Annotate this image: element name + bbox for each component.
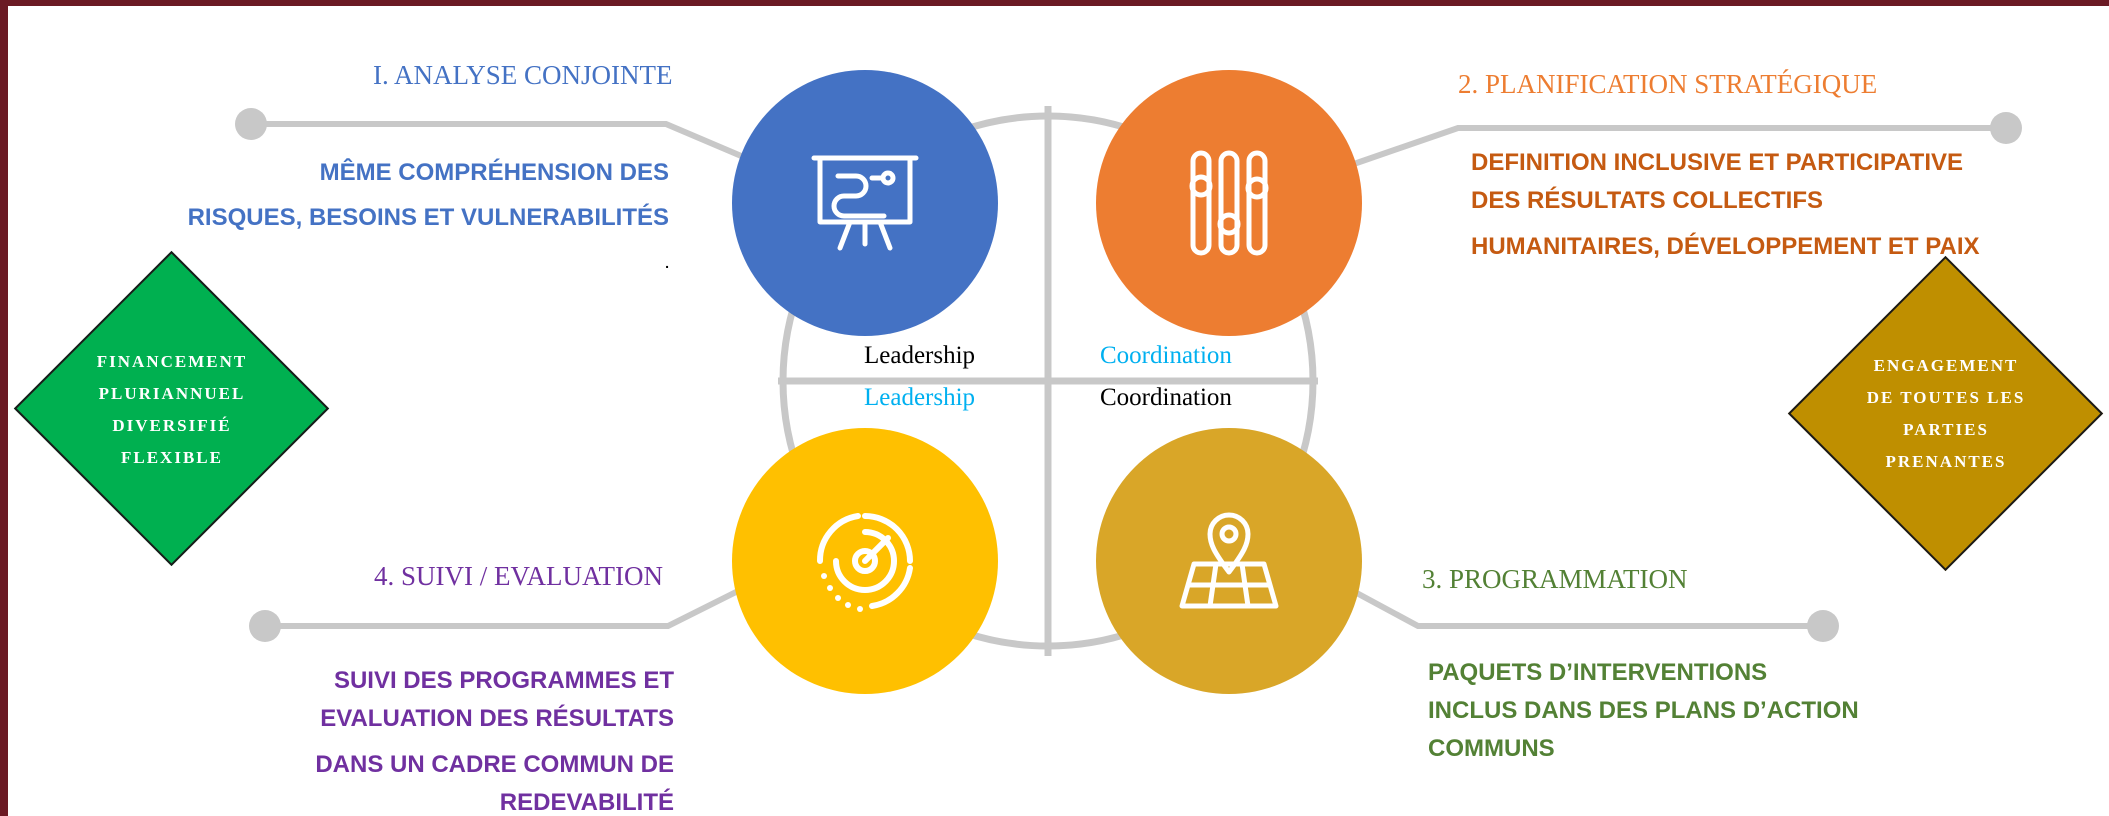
programmation-circle [1096, 428, 1362, 694]
suivi-line-3: DANS UN CADRE COMMUN DE [315, 751, 674, 778]
diamond-engagement-line-3: PARTIES [1903, 420, 1989, 439]
connector-programmation [1351, 588, 1823, 629]
connector-dot-analyse [235, 108, 267, 140]
suivi-line-1: SUIVI DES PROGRAMMES ET [333, 667, 674, 694]
quadrant-label-bottom-right: Coordination [1100, 384, 1232, 411]
diamond-financement-line-2: PLURIANNUEL [98, 384, 246, 403]
connector-lines [235, 106, 2022, 656]
planification-line-1: DEFINITION INCLUSIVE ET PARTICIPATIVE [1471, 149, 1964, 176]
presentation-board-icon [811, 155, 919, 251]
planification-title: 2. PLANIFICATION STRATÉGIQUE [1458, 69, 1878, 99]
connector-dot-programmation [1807, 610, 1839, 642]
analyse-description: MÊME COMPRÉHENSION DES RISQUES, BESOINS … [188, 154, 669, 282]
analyse-dot: . [665, 255, 669, 271]
map-pin-icon [1179, 512, 1279, 609]
suivi-title: 4. SUIVI / EVALUATION [374, 561, 663, 591]
programmation-line-3: COMMUNS [1428, 735, 1555, 762]
quadrant-label-top-left: Leadership [864, 342, 976, 369]
sliders-icon [1189, 150, 1269, 256]
connector-analyse [251, 121, 755, 164]
diagram-canvas: Leadership Coordination Leadership Coord… [8, 6, 2109, 816]
diamond-financement-line-3: DIVERSIFIÉ [112, 416, 232, 435]
analyse-circle [732, 70, 998, 336]
diamond-financement-text: FINANCEMENT PLURIANNUEL DIVERSIFIÉ FLEXI… [66, 346, 278, 474]
suivi-line-2: EVALUATION DES RÉSULTATS [320, 705, 674, 732]
programmation-title: 3. PROGRAMMATION [1422, 564, 1688, 594]
analyse-line-2: RISQUES, BESOINS ET VULNERABILITÉS [187, 204, 669, 231]
diamond-engagement-line-4: PRENANTES [1885, 452, 2007, 471]
programmation-description: PAQUETS D’INTERVENTIONS INCLUS DANS DES … [1428, 654, 1859, 768]
diamond-financement-line-4: FLEXIBLE [121, 448, 223, 467]
suivi-description: SUIVI DES PROGRAMMES ET EVALUATION DES R… [315, 662, 674, 816]
planification-line-2: DES RÉSULTATS COLLECTIFS [1471, 187, 1823, 214]
quadrant-label-top-right: Coordination [1100, 342, 1232, 369]
diamond-engagement-line-2: DE TOUTES LES [1866, 388, 2026, 407]
connector-dot-suivi [249, 610, 281, 642]
suivi-line-4: REDEVABILITÉ [499, 789, 674, 816]
programmation-line-2: INCLUS DANS DES PLANS D’ACTION [1428, 697, 1859, 724]
diamond-financement-line-1: FINANCEMENT [96, 352, 248, 371]
connector-dot-planification [1990, 112, 2022, 144]
diamond-engagement-text: ENGAGEMENT DE TOUTES LES PARTIES PRENANT… [1840, 350, 2052, 478]
quadrant-label-bottom-left: Leadership [864, 384, 976, 411]
diamond-engagement-line-1: ENGAGEMENT [1873, 356, 2019, 375]
target-chart-icon [816, 513, 913, 612]
planification-description: DEFINITION INCLUSIVE ET PARTICIPATIVE DE… [1471, 144, 1980, 266]
analyse-line-1: MÊME COMPRÉHENSION DES [319, 159, 669, 186]
connector-suivi [265, 583, 750, 629]
programmation-line-1: PAQUETS D’INTERVENTIONS [1428, 659, 1768, 686]
planification-line-3: HUMANITAIRES, DÉVELOPPEMENT ET PAIX [1471, 233, 1980, 260]
planification-circle [1096, 70, 1362, 336]
connector-planification [1347, 125, 2006, 169]
analyse-title: I. ANALYSE CONJOINTE [373, 60, 673, 90]
suivi-circle [732, 428, 998, 694]
